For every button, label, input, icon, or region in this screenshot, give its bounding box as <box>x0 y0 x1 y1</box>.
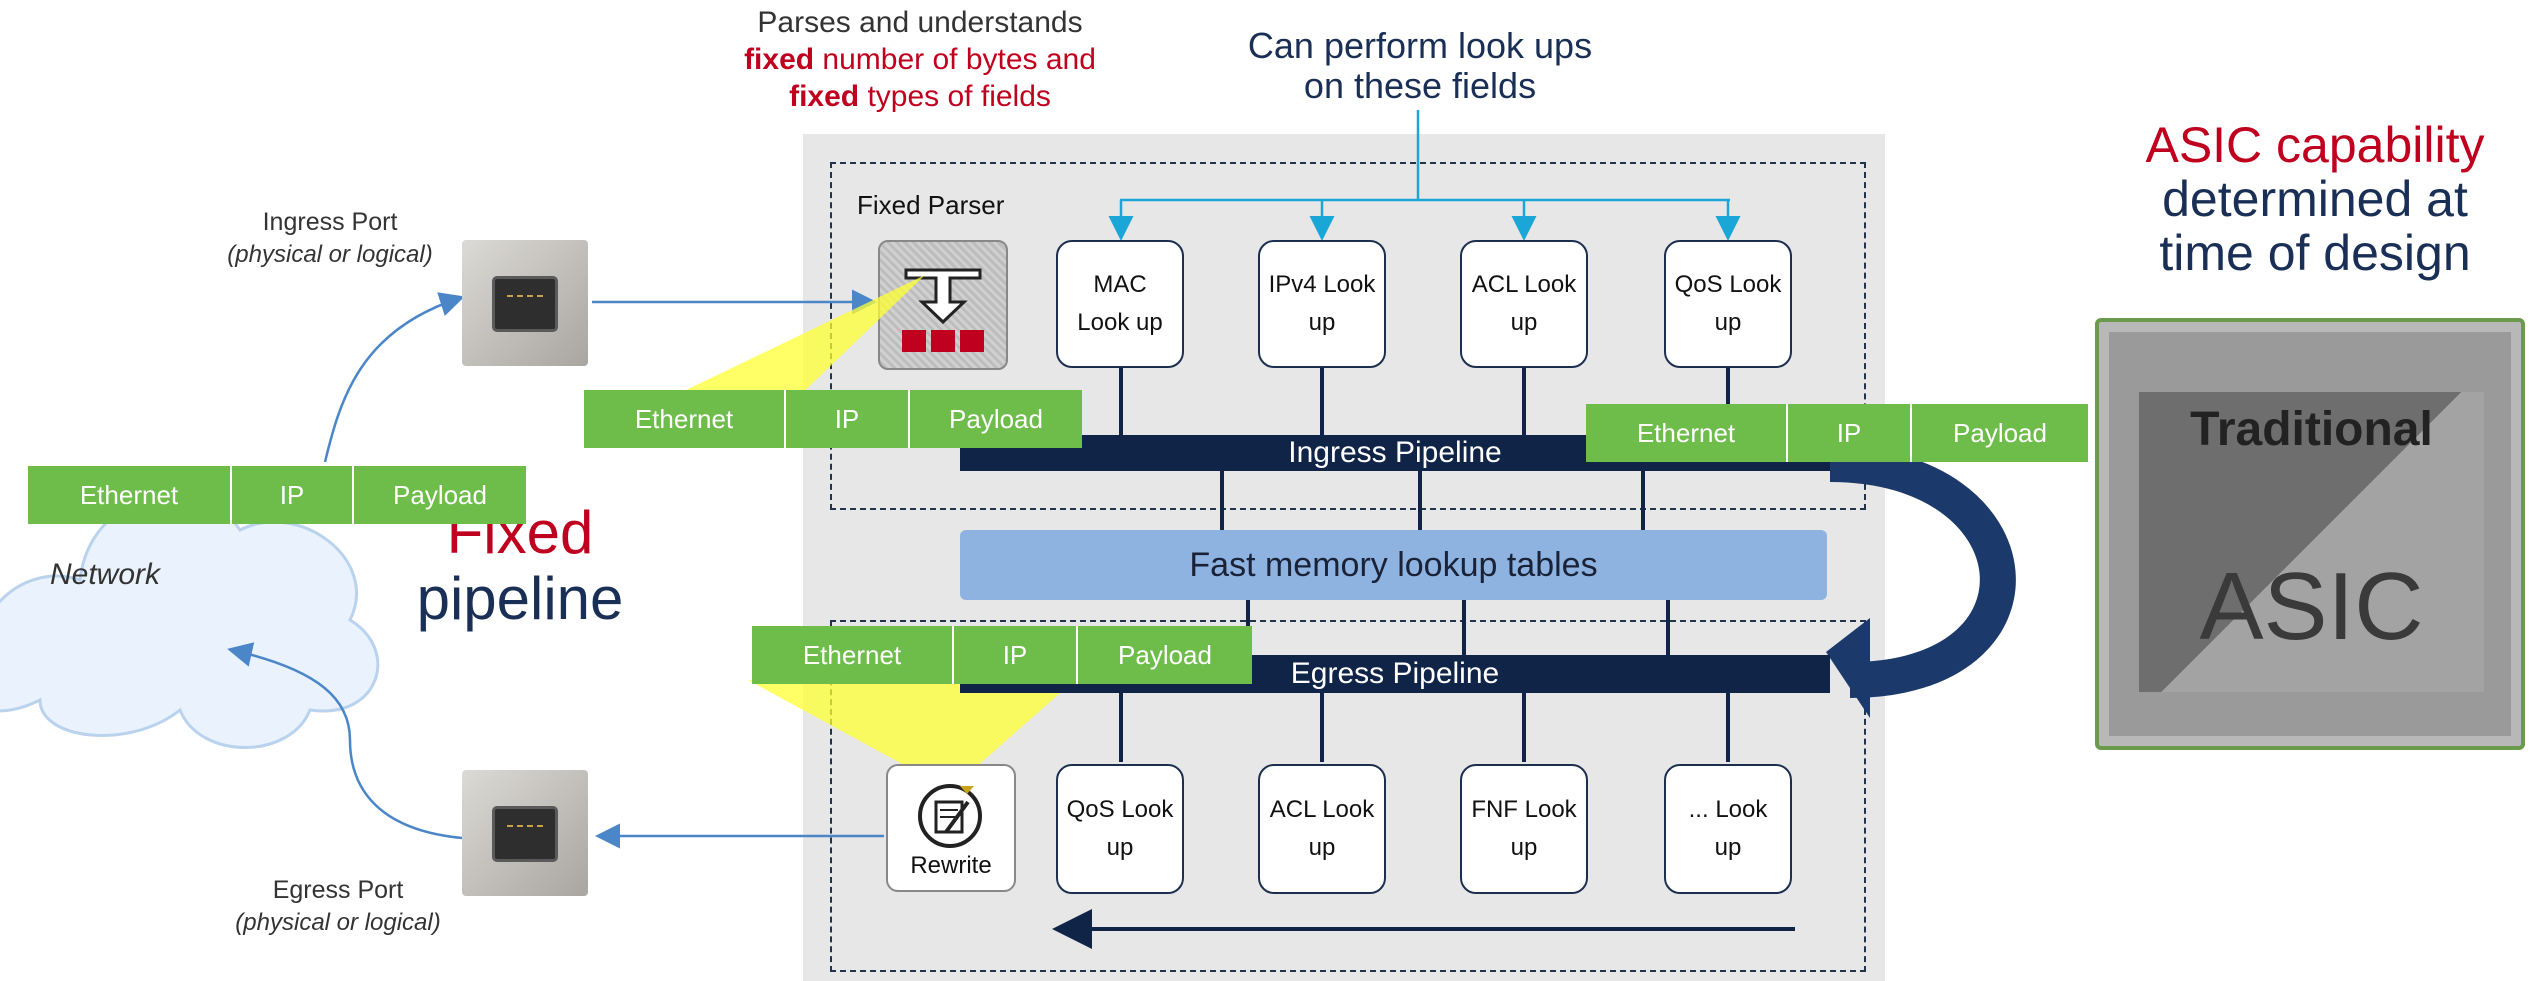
packet-field-ip: IP <box>786 390 910 448</box>
ingress-port-subtitle: (physical or logical) <box>227 241 433 268</box>
lookup-fnf: FNF Look up <box>1460 764 1588 894</box>
fixed-parser-label: Fixed Parser <box>857 190 1005 220</box>
packet-field-payload: Payload <box>354 466 526 524</box>
lookup-qos-ingress-label: QoS Look up <box>1674 271 1782 336</box>
lookup-acl-ingress: ACL Look up <box>1460 240 1588 368</box>
ethernet-port-icon <box>462 770 588 896</box>
packet-field-ip: IP <box>1788 404 1912 462</box>
rewrite-icon <box>918 784 982 848</box>
parser-caption-line1: Parses and understands <box>757 6 1083 39</box>
ingress-pipeline: Ingress Pipeline <box>960 435 1830 471</box>
asic-caption: ASIC capability determined at time of de… <box>2110 118 2520 280</box>
parser-caption-line2: number of bytes and <box>814 43 1096 76</box>
packet-field-ip: IP <box>954 626 1078 684</box>
egress-port-title: Egress Port <box>272 876 404 904</box>
packet-field-payload: Payload <box>1912 404 2088 462</box>
parser-caption: Parses and understands fixed number of b… <box>700 4 1140 115</box>
egress-region <box>830 620 1866 972</box>
ethernet-port-icon <box>462 240 588 366</box>
packet-field-ethernet: Ethernet <box>28 466 232 524</box>
packet-field-ethernet: Ethernet <box>1586 404 1788 462</box>
lookup-acl-ingress-label: ACL Look up <box>1471 271 1577 336</box>
lookup-other-label: ... Look up <box>1688 796 1768 861</box>
pipeline-title-rest: pipeline <box>416 565 624 632</box>
parser-caption-fixed-2: fixed <box>789 80 860 113</box>
lookup-caption: Can perform look ups on these fields <box>1220 26 1620 106</box>
asic-caption-line3: time of design <box>2159 225 2471 281</box>
lookup-qos-egress-label: QoS Look up <box>1066 796 1174 861</box>
packet-field-payload: Payload <box>910 390 1082 448</box>
asic-caption-line1: ASIC capability <box>2145 117 2485 173</box>
packet-parser-input: Ethernet IP Payload <box>584 390 1082 448</box>
lookup-mac-label: MAC Look up <box>1077 271 1163 336</box>
lookup-qos-ingress: QoS Look up <box>1664 240 1792 368</box>
packet-ingress-output: Ethernet IP Payload <box>1586 404 2088 462</box>
rewrite-block: Rewrite <box>886 764 1016 892</box>
asic-chip-icon: Traditional ASIC <box>2095 318 2525 750</box>
lookup-caption-line2: on these fields <box>1303 65 1537 106</box>
parser-caption-fixed-1: fixed <box>744 43 815 76</box>
asic-chip-bottom-label: ASIC <box>2199 553 2424 660</box>
cloud-icon <box>0 494 380 749</box>
egress-port-subtitle: (physical or logical) <box>235 909 441 936</box>
fast-memory-tables: Fast memory lookup tables <box>960 530 1827 600</box>
parser-caption-line3: types of fields <box>859 80 1051 113</box>
asic-chip-top-label: Traditional <box>2190 403 2433 456</box>
packet-network: Ethernet IP Payload <box>28 466 526 524</box>
packet-field-ip: IP <box>232 466 354 524</box>
packet-egress-rewrite: Ethernet IP Payload <box>752 626 1252 684</box>
packet-field-payload: Payload <box>1078 626 1252 684</box>
asic-chip-face <box>2139 392 2484 692</box>
lookup-caption-line1: Can perform look ups <box>1247 25 1593 66</box>
asic-caption-line2: determined at <box>2162 171 2468 227</box>
lookup-acl-egress-label: ACL Look up <box>1269 796 1375 861</box>
lookup-mac: MAC Look up <box>1056 240 1184 368</box>
lookup-other: ... Look up <box>1664 764 1792 894</box>
lookup-qos-egress: QoS Look up <box>1056 764 1184 894</box>
ingress-port-caption: Ingress Port (physical or logical) <box>190 206 470 271</box>
parser-icon <box>878 240 1008 370</box>
egress-port-caption: Egress Port (physical or logical) <box>198 874 478 939</box>
lookup-ipv4: IPv4 Look up <box>1258 240 1386 368</box>
packet-field-ethernet: Ethernet <box>584 390 786 448</box>
lookup-fnf-label: FNF Look up <box>1471 796 1577 861</box>
rewrite-label: Rewrite <box>910 852 992 879</box>
lookup-acl-egress: ACL Look up <box>1258 764 1386 894</box>
ingress-port-title: Ingress Port <box>262 208 398 236</box>
network-label: Network <box>50 558 161 591</box>
packet-field-ethernet: Ethernet <box>752 626 954 684</box>
lookup-ipv4-label: IPv4 Look up <box>1268 271 1376 336</box>
